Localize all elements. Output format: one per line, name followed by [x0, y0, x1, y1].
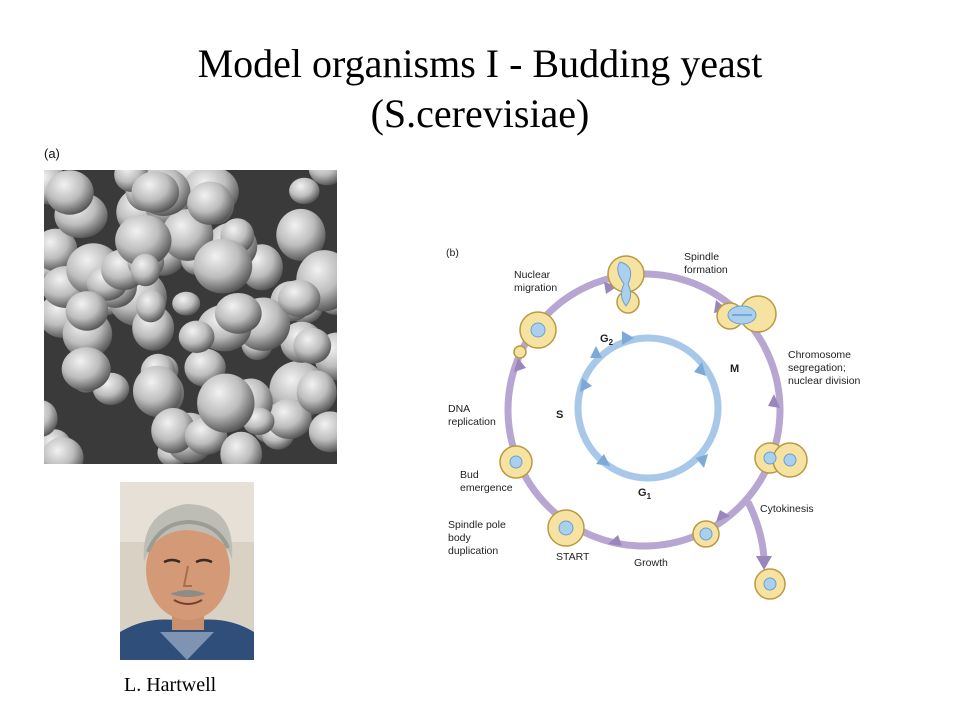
- yeast-cell: [65, 291, 109, 331]
- inner-arrow-1: [622, 331, 634, 345]
- inner-arrow-6: [590, 346, 602, 358]
- yeast-cell-cycle-diagram: (b) G2 M S G1: [446, 247, 861, 600]
- label-chromosome-segregation: Chromosome segregation; nuclear division: [788, 349, 861, 387]
- yeast-cell: [44, 437, 84, 464]
- phase-g2: G2: [600, 333, 614, 347]
- yeast-cell: [131, 171, 180, 214]
- yeast-cell: [289, 177, 320, 205]
- outer-arrow-5: [608, 535, 622, 546]
- yeast-cell: [308, 170, 337, 186]
- yeast-cell: [278, 279, 321, 317]
- yeast-cell: [172, 291, 201, 316]
- yeast-cell: [296, 370, 337, 414]
- cell-start: [547, 509, 585, 547]
- cell-nuclear-division: [754, 442, 808, 478]
- phase-s: S: [556, 409, 563, 421]
- inner-phase-ring: [574, 334, 722, 482]
- phase-g1: G1: [638, 487, 652, 501]
- label-spindle-pole-body-duplication: Spindle pole body duplication: [448, 519, 509, 557]
- yeast-cell: [276, 208, 326, 261]
- cell-dna-replication: [513, 311, 557, 359]
- panel-a-label: (a): [44, 146, 60, 161]
- yeast-cell: [308, 411, 337, 453]
- inner-arrow-5: [580, 378, 592, 392]
- cell-cytokinesis: [692, 520, 720, 548]
- yeast-cell: [220, 431, 263, 464]
- yeast-cell: [133, 365, 182, 417]
- yeast-cell: [266, 399, 312, 439]
- cell-spindle: [716, 295, 777, 333]
- outer-arrow-4: [716, 510, 730, 522]
- yeast-cell: [293, 327, 332, 364]
- yeast-cell: [61, 347, 111, 391]
- cell-bud-emergence: [499, 445, 533, 479]
- yeast-cell: [45, 170, 94, 215]
- phase-m: M: [730, 363, 739, 375]
- label-nuclear-migration: Nuclear migration: [514, 269, 557, 294]
- yeast-cell: [135, 289, 166, 323]
- cell-g2-budded: [607, 255, 645, 314]
- inner-arrow-3: [696, 454, 708, 468]
- yeast-micrograph: [44, 170, 337, 464]
- yeast-cell: [187, 181, 234, 225]
- label-cytokinesis: Cytokinesis: [760, 503, 814, 515]
- label-bud-emergence: Bud emergence: [460, 469, 513, 494]
- yeast-cell: [193, 238, 253, 294]
- yeast-cell: [197, 373, 255, 433]
- inner-arrow-4: [596, 454, 610, 466]
- label-start: START: [556, 551, 590, 563]
- cytokinesis-branch: [744, 500, 768, 559]
- yeast-cells: [44, 170, 337, 464]
- branch-arrow: [756, 556, 772, 570]
- inner-arrow-2: [694, 362, 706, 376]
- outer-arrow-7: [514, 358, 526, 372]
- panel-b-label: (b): [446, 247, 459, 259]
- yeast-cell: [115, 214, 172, 267]
- hartwell-portrait: [120, 482, 254, 660]
- label-growth: Growth: [634, 557, 668, 569]
- yeast-cell: [130, 253, 161, 287]
- slide-title-line1: Model organisms I - Budding yeast: [197, 41, 763, 86]
- slide-title-line2: (S.cerevisiae): [370, 91, 590, 136]
- cell-daughter: [754, 568, 786, 600]
- outer-arrow-3: [768, 394, 780, 408]
- label-spindle-formation: Spindle formation: [684, 251, 728, 276]
- yeast-cell: [178, 320, 215, 353]
- portrait-caption: L. Hartwell: [124, 674, 217, 696]
- yeast-cell: [151, 408, 196, 454]
- label-dna-replication: DNA replication: [448, 403, 496, 428]
- yeast-cell: [214, 293, 262, 334]
- yeast-cell: [44, 400, 58, 437]
